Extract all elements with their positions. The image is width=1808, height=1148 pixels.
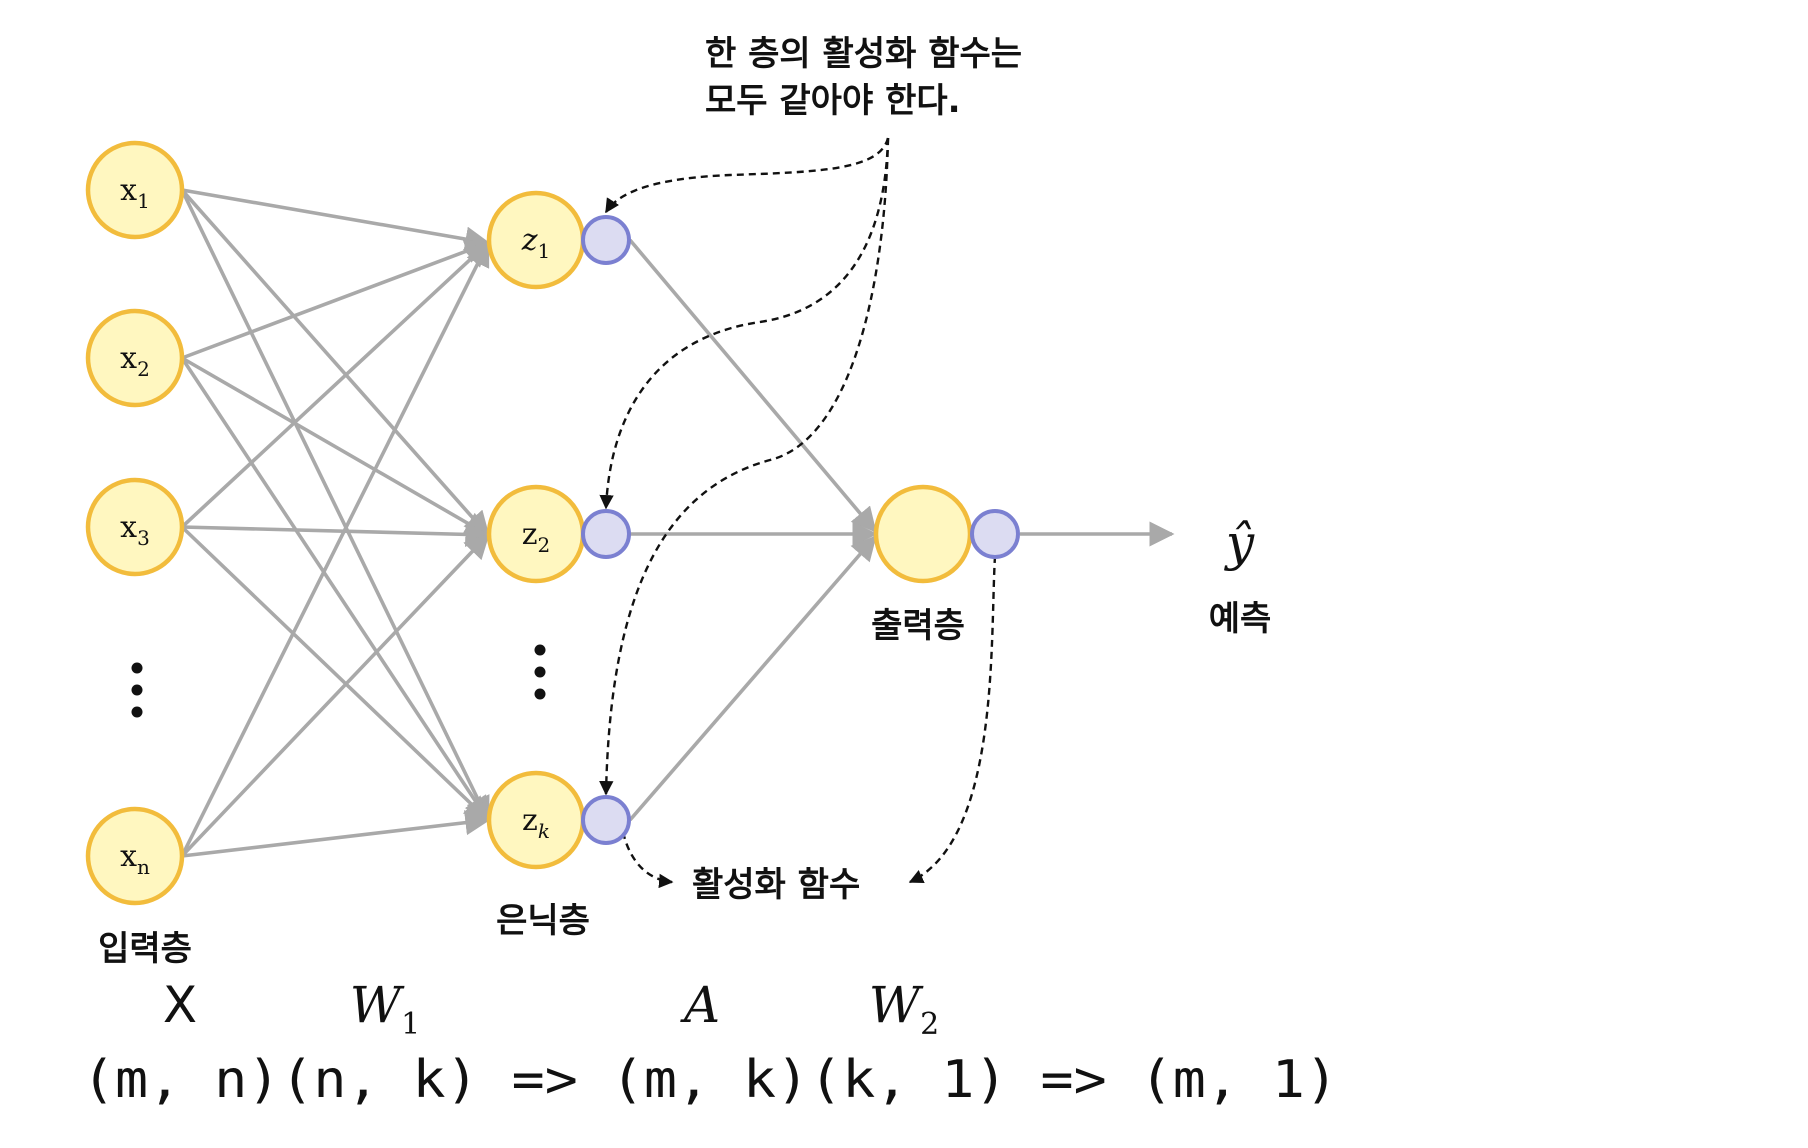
edge-x3-z2 — [181, 521, 491, 548]
input-neuron: x3 — [85, 477, 185, 577]
prediction-symbol: ŷ — [1224, 514, 1255, 572]
vertical-ellipsis — [131, 662, 143, 718]
input-neuron: xn — [85, 806, 185, 906]
input-neuron-label: x1 — [120, 173, 150, 213]
input-neuron-circle — [85, 477, 185, 577]
hidden-layer: z1 z2 zk 은닉층 — [486, 190, 631, 941]
activation-node — [581, 215, 631, 265]
matrix-x: X — [163, 976, 197, 1034]
hidden-neuron: z1 — [486, 190, 631, 290]
annotation-arrows — [599, 137, 997, 889]
input-neuron: x1 — [85, 140, 185, 240]
edge-x2-zk — [180, 357, 490, 823]
input-neuron-label: x3 — [120, 510, 150, 550]
matrix-a: A — [680, 976, 720, 1034]
input-layer-label: 입력층 — [98, 929, 192, 969]
matrix-w2: W2 — [869, 976, 940, 1042]
edge-xn-z1 — [180, 240, 490, 857]
input-hidden-edges — [180, 188, 491, 858]
input-neuron-label: xn — [120, 839, 150, 879]
vertical-ellipsis — [534, 644, 546, 700]
matrix-w1: W1 — [350, 976, 421, 1042]
hidden-neuron: zk — [486, 770, 631, 870]
edge-x1-z2 — [180, 188, 490, 537]
hidden-layer-label: 은닉층 — [496, 901, 590, 941]
activation-node — [581, 509, 631, 559]
hidden-neuron: z2 — [486, 484, 631, 584]
dash-arrow-ak-to-label — [621, 831, 674, 889]
hidden-neuron-label: z2 — [522, 517, 551, 557]
matrix-names: X W1 A W2 — [163, 976, 939, 1042]
edge-a1-out — [628, 238, 877, 533]
edge-ak-out — [628, 535, 877, 822]
hidden-output-edges — [628, 238, 1175, 822]
annotation-top: 한 층의 활성화 함수는 모두 같아야 한다. — [705, 34, 1022, 121]
input-neuron: x2 — [85, 308, 185, 408]
prediction-label: 예측 — [1209, 599, 1272, 639]
shape-equation: (m, n)(n, k) => (m, k)(k, 1) => (m, 1) — [82, 1050, 1338, 1110]
edge-xn-zk — [181, 810, 491, 858]
dash-arrow-to-a1 — [604, 137, 890, 214]
input-neuron-circle — [85, 806, 185, 906]
edge-x3-z1 — [180, 241, 490, 529]
input-layer: x1 x2 x3 xn 입력층 — [85, 140, 192, 969]
output-neuron-circle — [873, 484, 973, 584]
edge-x1-z1 — [181, 188, 491, 252]
input-neuron-circle — [85, 308, 185, 408]
hidden-neuron-label: z1 — [521, 223, 551, 263]
edge-xn-z2 — [180, 533, 490, 858]
annotation-top-line-2: 모두 같아야 한다. — [705, 81, 961, 121]
activation-node — [581, 795, 631, 845]
dash-arrow-to-ak — [599, 137, 890, 796]
edge-x1-zk — [180, 189, 490, 823]
output-activation-node — [970, 509, 1020, 559]
prediction: ŷ 예측 — [1209, 514, 1272, 639]
edge-x3-zk — [180, 525, 490, 822]
output-layer-label: 출력층 — [871, 606, 965, 646]
hidden-neuron-label: zk — [522, 803, 550, 843]
dash-arrow-out-to-label — [908, 555, 997, 884]
dash-arrow-to-a2 — [599, 137, 890, 510]
annotation-top-line-1: 한 층의 활성화 함수는 — [705, 34, 1022, 74]
input-neuron-circle — [85, 140, 185, 240]
output-layer: 출력층 — [871, 484, 1020, 646]
edge-x2-z2 — [181, 356, 491, 537]
input-neuron-label: x2 — [120, 341, 150, 381]
annotation-bottom: 활성화 함수 — [692, 865, 860, 905]
edge-x2-z1 — [181, 239, 491, 360]
